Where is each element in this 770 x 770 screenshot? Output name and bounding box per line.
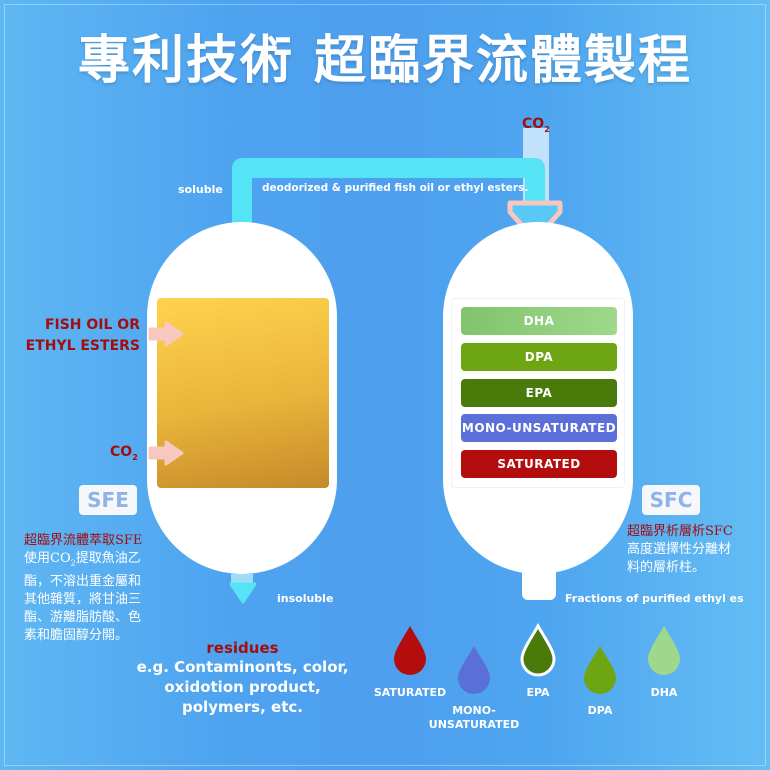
- band-saturated: SATURATED: [461, 450, 617, 478]
- drop-label-saturated: SATURATED: [373, 686, 447, 699]
- drop-label-epa: EPA: [526, 686, 550, 699]
- drop-label-dpa: DPA: [587, 704, 613, 717]
- drop-mono-unsaturated: [458, 646, 490, 694]
- residues-title: residues: [206, 639, 279, 657]
- sfc-description-title: 超臨界析層析SFC: [627, 524, 733, 539]
- sfe-badge: SFE: [79, 485, 137, 515]
- pipe-text: deodorized & purified fish oil or ethyl …: [262, 182, 529, 194]
- band-dha: DHA: [461, 307, 617, 335]
- drop-dha: [648, 626, 680, 675]
- co2-top-label: CO2: [522, 116, 550, 134]
- residues-block: residues e.g. Contaminonts, color, oxido…: [120, 639, 365, 717]
- fractions-label: Fractions of purified ethyl es: [565, 592, 744, 605]
- co2-inlet-arrow: [148, 440, 184, 466]
- sfe-description: 超臨界流體萃取SFE 使用CO2提取魚油乙 酯，不溶出重金屬和 其他雜質，將甘油…: [24, 532, 164, 645]
- sfe-oil-fill: [157, 298, 329, 488]
- band-dpa: DPA: [461, 343, 617, 371]
- soluble-label: soluble: [178, 183, 223, 196]
- drop-saturated: [394, 626, 426, 675]
- band-mono-unsaturated: MONO-UNSATURATED: [461, 414, 617, 442]
- band-epa: EPA: [461, 379, 617, 407]
- sfc-description: 超臨界析層析SFC 高度選擇性分離材 料的層析柱。: [627, 523, 767, 577]
- drop-dpa: [584, 646, 616, 694]
- insoluble-label: insoluble: [277, 592, 334, 605]
- fish-oil-label: FISH OIL OR ETHYL ESTERS: [25, 317, 140, 354]
- frame-border: [4, 4, 766, 766]
- sfc-outlet: [522, 560, 556, 600]
- drop-label-mono-unsaturated: MONO- UNSATURATED: [428, 704, 520, 731]
- page-title: 專利技術 超臨界流體製程: [77, 30, 693, 91]
- sfe-description-title: 超臨界流體萃取SFE: [24, 533, 143, 548]
- co2-left-label: CO2: [110, 444, 138, 462]
- sfc-badge: SFC: [642, 485, 700, 515]
- fish-oil-inlet-arrow: [148, 321, 184, 347]
- connecting-pipe: [232, 158, 545, 240]
- drop-epa: [520, 622, 556, 677]
- drop-label-dha: DHA: [650, 686, 678, 699]
- sfe-down-arrow: [229, 582, 257, 604]
